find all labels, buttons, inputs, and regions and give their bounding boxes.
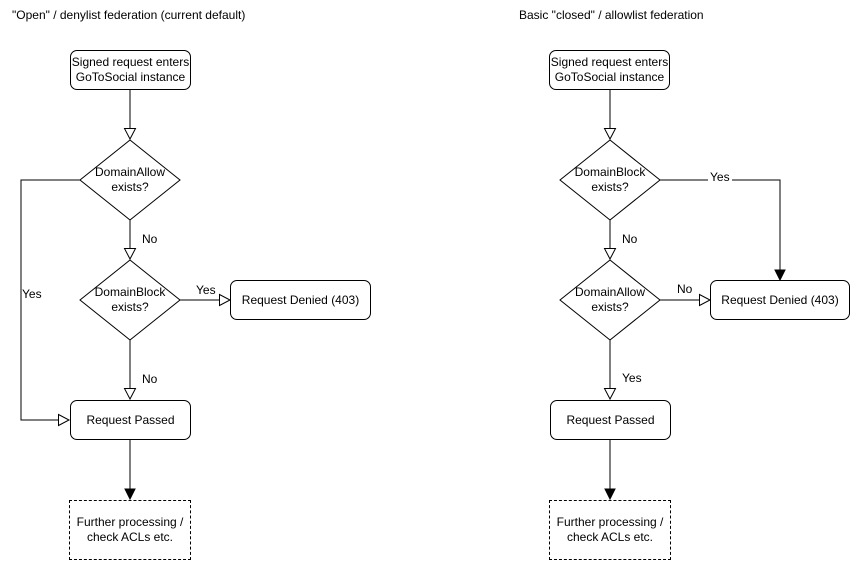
left-edge-decision1-yes-to-passed [20, 179, 80, 427]
right-edge-decision2-yes-to-passed [603, 340, 617, 401]
open-arrowhead-icon [603, 248, 617, 261]
open-arrowhead-icon [219, 293, 232, 307]
left-edge-start-to-decision1 [123, 90, 137, 141]
open-arrowhead-icon [123, 388, 137, 401]
right-edge-decision1-yes-to-denied [660, 179, 786, 282]
left-diamond-decision1 [79, 139, 181, 221]
open-arrowhead-icon [58, 413, 71, 427]
right-edge-label-no1: No [622, 232, 638, 246]
right-chart-title: Basic "closed" / allowlist federation [519, 8, 704, 22]
right-node-denied: Request Denied (403) [710, 280, 850, 320]
right-diamond-decision2 [559, 259, 661, 341]
left-node-start: Signed request enters GoToSocial instanc… [70, 50, 191, 90]
right-edge-label-no2: No [677, 282, 693, 296]
right-edge-decision1-no-to-decision2 [603, 220, 617, 261]
open-arrowhead-icon [123, 128, 137, 141]
open-arrowhead-icon [123, 248, 137, 261]
left-chart-title: "Open" / denylist federation (current de… [12, 8, 246, 22]
left-edge-label-no2: No [142, 372, 158, 386]
right-edge-decision2-no-to-denied [660, 293, 712, 307]
open-arrowhead-icon [603, 388, 617, 401]
right-node-start: Signed request enters GoToSocial instanc… [549, 50, 670, 90]
left-edge-label-no1: No [142, 232, 158, 246]
right-edge-start-to-decision1 [603, 90, 617, 141]
left-edge-decision2-no-to-passed [123, 340, 137, 401]
filled-arrowhead-icon [124, 488, 136, 501]
left-node-further-processing: Further processing / check ACLs etc. [69, 500, 191, 560]
right-node-further-processing: Further processing / check ACLs etc. [549, 500, 671, 560]
open-arrowhead-icon [603, 128, 617, 141]
right-edge-passed-to-further [604, 440, 616, 501]
right-diamond-decision1 [559, 139, 661, 221]
left-diamond-decision2 [79, 259, 181, 341]
filled-arrowhead-icon [604, 488, 616, 501]
left-node-denied: Request Denied (403) [230, 280, 371, 320]
left-edge-decision2-yes-to-denied [180, 293, 232, 307]
left-edge-label-yes1: Yes [22, 287, 42, 301]
filled-arrowhead-icon [774, 269, 786, 282]
right-edge-label-yes1: Yes [708, 170, 732, 184]
left-edge-decision1-no-to-decision2 [123, 220, 137, 261]
right-edge-label-yes2: Yes [622, 371, 642, 385]
left-edge-label-yes2: Yes [196, 283, 216, 297]
open-arrowhead-icon [699, 293, 712, 307]
left-edge-passed-to-further [124, 440, 136, 501]
left-node-passed: Request Passed [70, 400, 191, 440]
right-node-passed: Request Passed [550, 400, 671, 440]
